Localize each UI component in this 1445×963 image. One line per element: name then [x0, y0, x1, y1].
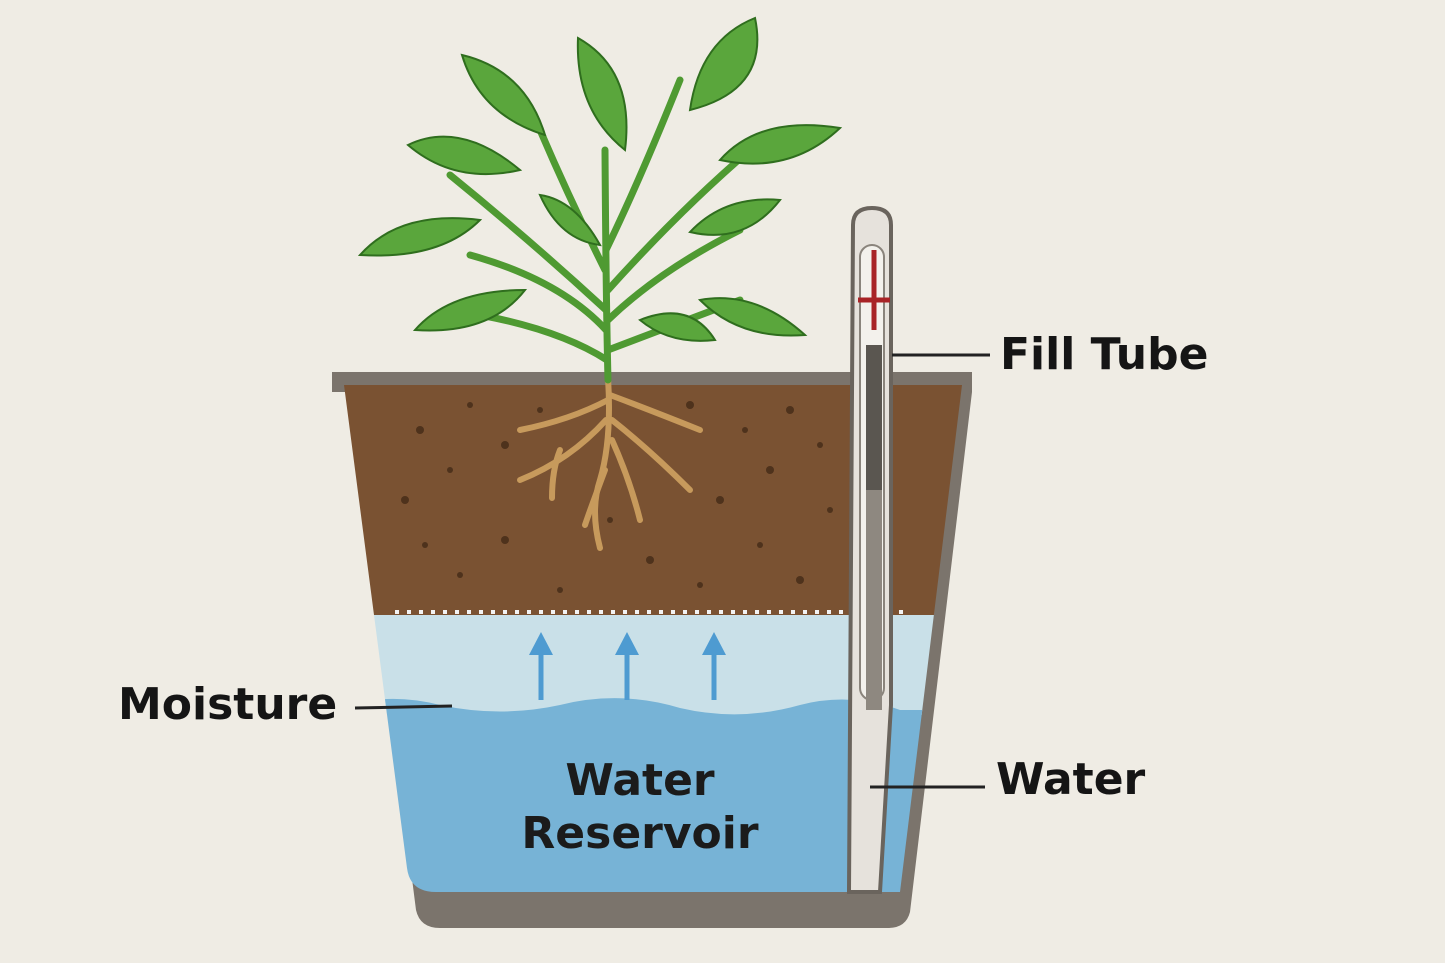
reservoir-label-line2: Reservoir — [521, 807, 759, 859]
plant-leaves — [357, 16, 843, 342]
plant-roots — [517, 375, 703, 551]
water-label: Water — [996, 754, 1146, 805]
reservoir-label-line1: Water — [565, 755, 715, 806]
soil-specks — [401, 401, 833, 593]
moisture-label: Moisture — [118, 679, 338, 730]
wicking-arrows — [529, 632, 726, 700]
water-reservoir-label: Water Reservoir — [480, 755, 800, 861]
plant-stems — [446, 76, 754, 384]
water-reservoir — [344, 698, 962, 892]
fill-tube — [846, 205, 893, 894]
fill-tube-label: Fill Tube — [1000, 329, 1209, 380]
moisture-leader — [354, 704, 453, 710]
